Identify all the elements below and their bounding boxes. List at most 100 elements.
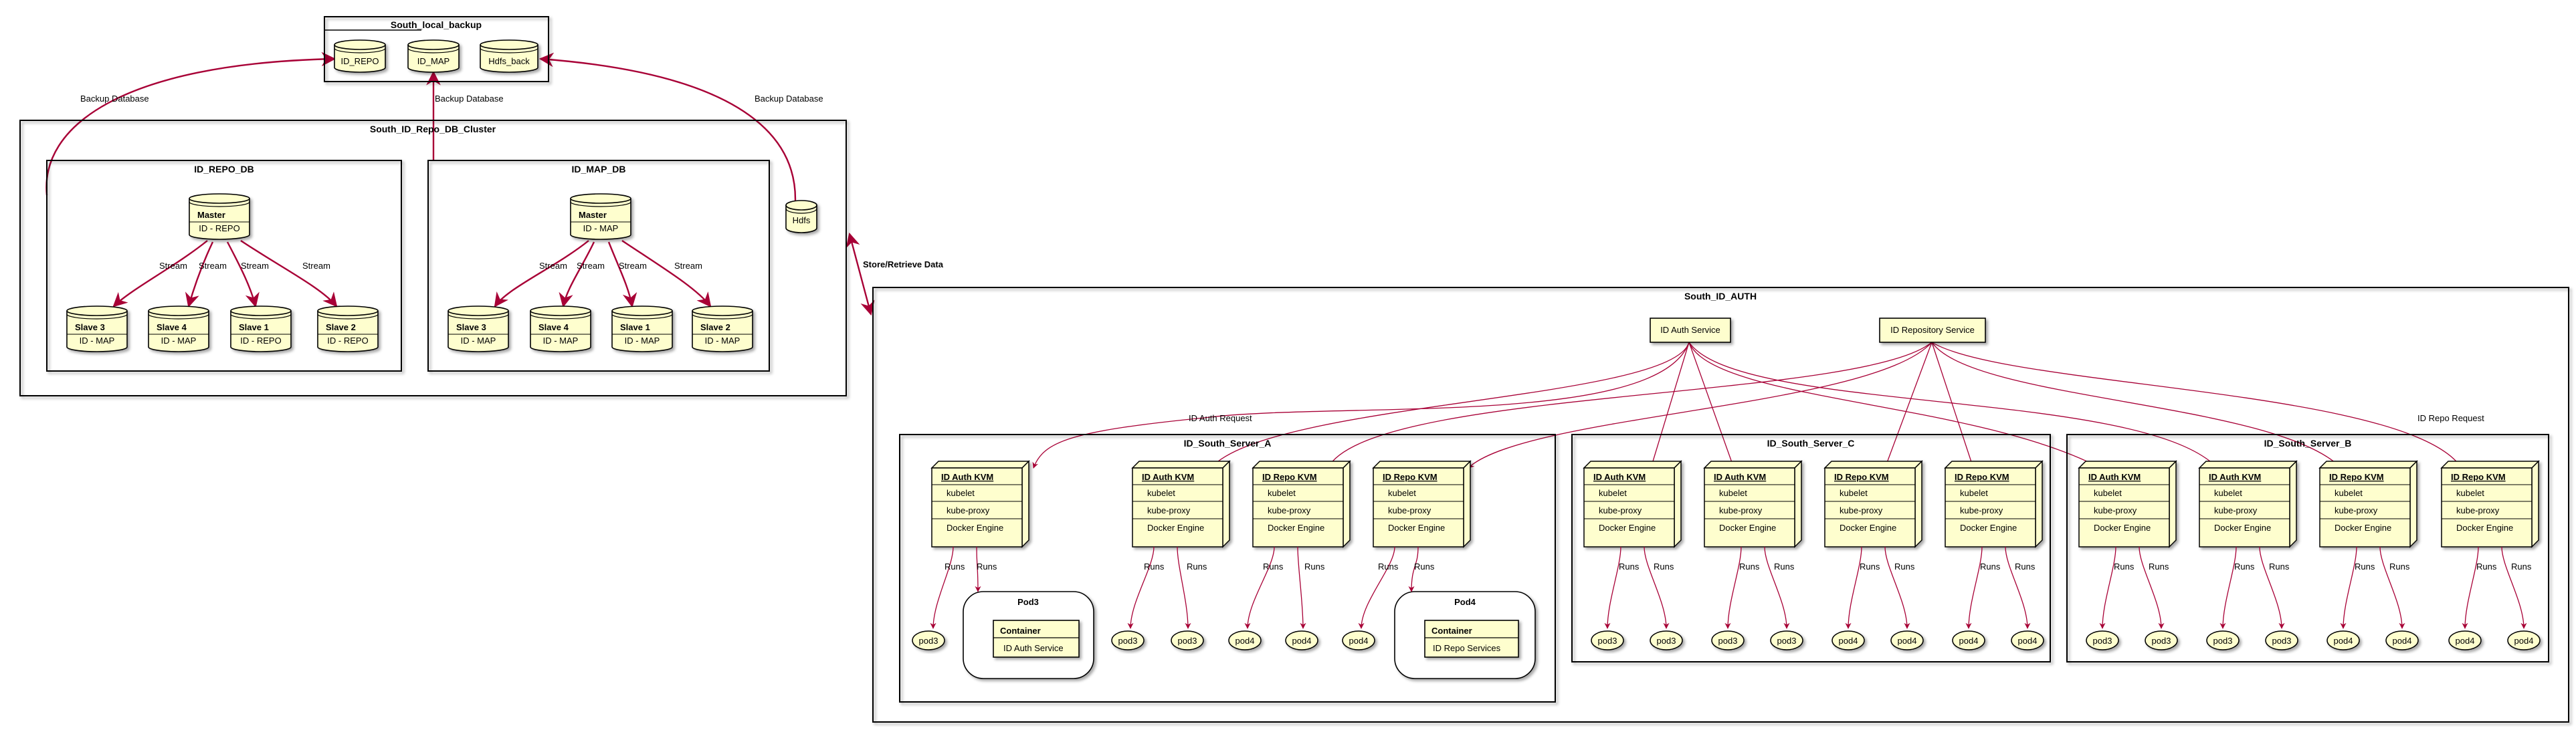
edge-label-backup-mid: Backup Database [435,94,504,104]
kvm-title: ID Auth KVM [1714,472,1766,482]
runs-edge [975,546,981,592]
kvm-row: kubelet [1960,488,1988,498]
runs-label: Runs [1263,562,1284,572]
kvm-title: ID Repo KVM [1834,472,1889,482]
db-sub: ID - MAP [583,223,619,233]
kvm-row: kube-proxy [1960,505,2003,515]
pod-label: pod4 [1898,636,1917,646]
kvm-row: kube-proxy [2214,505,2258,515]
runs-edge [1644,546,1670,629]
auth-request-edges [1032,342,2218,469]
pod-label: pod4 [2334,636,2353,646]
repo-slave-db: Slave 1ID - REPO [230,306,292,352]
runs-edge [1965,546,1983,629]
pod-node: pod3 [912,630,945,650]
runs-label: Runs [1894,562,1915,572]
kvm-row: Docker Engine [2456,523,2513,533]
pod-label: pod4 [2018,636,2038,646]
repo-service-label: ID Repository Service [1890,325,1975,335]
db-name: Master [579,210,607,220]
pod4-box: Pod4 Container ID Repo Services [1394,591,1536,679]
db-name: Slave 3 [456,322,486,332]
auth-service-node: ID Auth Service [1650,318,1731,343]
kvm-row: kube-proxy [2335,505,2378,515]
db-sub: ID - MAP [461,336,496,346]
runs-label: Runs [2476,562,2497,572]
repo-slave-db: Slave 2ID - REPO [317,306,379,352]
kvm-row: Docker Engine [2214,523,2271,533]
kvm-row: Docker Engine [947,523,1003,533]
package-title: South_local_backup [391,19,482,30]
pod-node: pod3 [1650,630,1683,650]
runs-edge [2259,546,2285,629]
container-label: Container [1431,626,1472,636]
pod-node: pod3 [1591,630,1624,650]
pod-label: pod4 [2393,636,2412,646]
runs-edge [2501,546,2527,629]
runs-edge [1604,546,1621,629]
pod-label: pod3 [2152,636,2171,646]
package-title: South_ID_AUTH [1684,291,1757,301]
kvm-title: ID Auth KVM [1142,472,1194,482]
kvm-title: ID Repo KVM [1955,472,2009,482]
kvm-row: kube-proxy [2094,505,2137,515]
backup-db-label: ID_REPO [340,56,379,66]
db-sub: ID - MAP [161,336,197,346]
kvm-row: kubelet [947,488,975,498]
runs-edge [2099,546,2116,629]
runs-label: Runs [2234,562,2255,572]
stream-label: Stream [159,261,187,271]
container-label: Container [1000,626,1041,636]
runs-edge [2139,546,2165,629]
edge-backup-repo [45,51,336,196]
runs-label: Runs [1414,562,1435,572]
pod-label: pod3 [2272,636,2292,646]
runs-label: Runs [1378,562,1399,572]
runs-label: Runs [1774,562,1795,572]
pod-node: pod4 [2011,630,2044,650]
stream-label: Stream [577,261,605,271]
pod-label: pod3 [919,636,938,646]
package-title: ID_South_Server_B [2264,438,2352,449]
kvm-row: kubelet [2335,488,2363,498]
runs-edge [2005,546,2031,629]
edges [45,51,2462,469]
pod-label: pod3 [1598,636,1617,646]
kvm-row: Docker Engine [1268,523,1324,533]
kvm-row: Docker Engine [1388,523,1445,533]
kvm-row: Docker Engine [1599,523,1656,533]
kvm-row: Docker Engine [1960,523,2017,533]
runs-label: Runs [2015,562,2036,572]
kvm-row: Docker Engine [1147,523,1204,533]
pod-label: pod4 [1959,636,1979,646]
pod-label: pod3 [1118,636,1138,646]
runs-label: Runs [977,562,997,572]
runs-label: Runs [1860,562,1880,572]
pod-node: pod4 [2326,630,2360,650]
edge-backup-hdfs [538,52,797,212]
edge-label-store-retrieve: Store/Retrieve Data [863,259,944,269]
pod-node: pod4 [2448,630,2482,650]
runs-edge [2340,546,2357,629]
db-name: Slave 3 [75,322,105,332]
pod-node: pod4 [1342,630,1375,650]
stream-label: Stream [302,261,330,271]
runs-label: Runs [2149,562,2169,572]
map-slave-db: Slave 1ID - MAP [611,306,673,352]
runs-label: Runs [945,562,965,572]
kvm-row: kube-proxy [1840,505,1883,515]
pod-node: pod3 [2206,630,2240,650]
edge-label-auth-request: ID Auth Request [1189,413,1252,423]
runs-edge [1408,546,1419,592]
kvm-row: kubelet [1719,488,1747,498]
runs-label: Runs [2269,562,2290,572]
kvm-row: Docker Engine [1840,523,1896,533]
kvm-title: ID Auth KVM [941,472,993,482]
runs-edge [1764,546,1790,629]
